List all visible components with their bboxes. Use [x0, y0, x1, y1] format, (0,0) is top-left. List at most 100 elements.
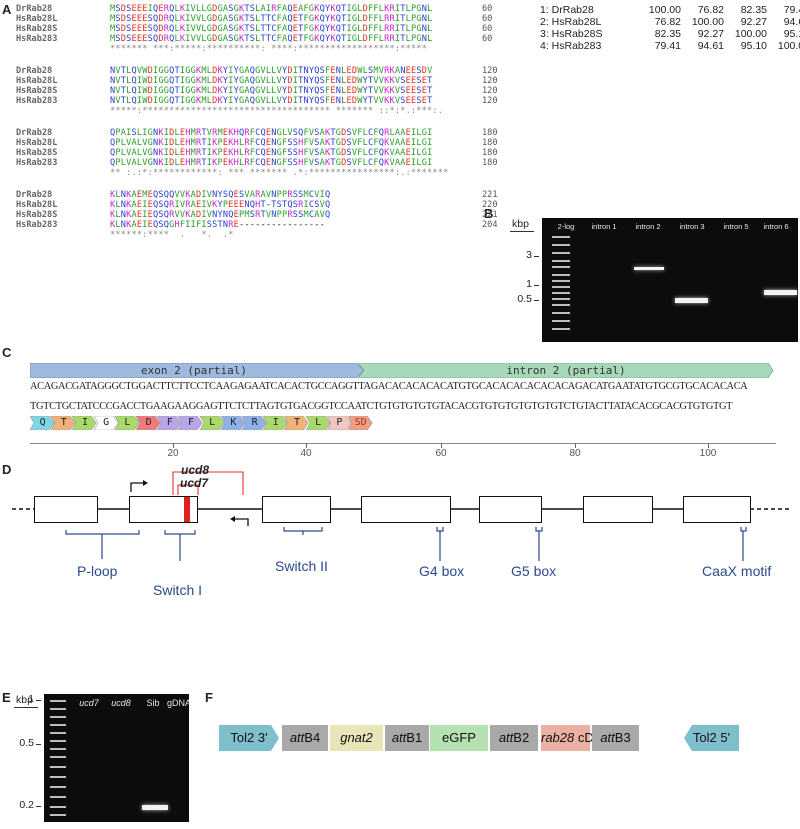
amino-acid: K — [220, 416, 246, 430]
sequence-ruler — [30, 443, 776, 444]
exon-arrow-shape — [30, 363, 365, 378]
construct-element: eGFP — [430, 725, 488, 751]
sequence-residues: KLNKAEIEQSQGHFIIFISSTNRE---------------- — [110, 220, 325, 230]
panel-label-f: F — [205, 690, 213, 705]
sequence-end-position: 60 — [482, 24, 493, 34]
gel-b-marker-label: 0.5 — [517, 293, 532, 305]
ladder-band — [50, 700, 66, 702]
amino-acid: T — [284, 416, 309, 430]
ladder-band — [50, 776, 66, 778]
sequence-residues: MSDSEEESQDRQLKIVVLGDGASGKTSLTTCFAQETFGKQ… — [110, 24, 433, 34]
ladder-band — [50, 724, 66, 726]
sequence-name: DrRab28 — [16, 4, 53, 14]
sequence-residues: MSDSEEESQDRQLKIVVLGDGASGKTSLTTCFAQETFGKQ… — [110, 14, 433, 24]
identity-value: 79.41 — [783, 4, 800, 16]
ladder-band — [50, 806, 66, 808]
consensus-symbols: ** :.:*:************: *** ******* .*:***… — [110, 168, 449, 178]
ladder-band — [50, 740, 66, 742]
sequence-end-position: 180 — [482, 148, 498, 158]
caax-motif-label: CaaX motif — [702, 563, 772, 579]
gel-b-lane-label: intron 1 — [591, 222, 617, 231]
sequence-end-position: 180 — [482, 158, 498, 168]
ruler-tick — [708, 443, 709, 448]
ladder-band — [50, 756, 66, 758]
ladder-band — [552, 280, 570, 282]
amino-acid: Q — [30, 416, 55, 430]
sequence-end-position: 60 — [482, 34, 493, 44]
gel-e-marker-label: 0.2 — [19, 799, 34, 811]
ladder-band — [552, 286, 570, 288]
consensus-row: ******* ***:*****:**********: ****:*****… — [16, 44, 522, 54]
gel-e-marker-tick — [36, 744, 41, 745]
amino-acid: F — [157, 416, 182, 430]
sequence-residues: QPLVALVGNKIDLEHMRTIKPEKHLRFCQENGFSSHFVSA… — [110, 138, 433, 148]
alignment-row: HsRab28L MSDSEEESQDRQLKIVVLGDGASGKTSLTTCF… — [16, 14, 522, 24]
ruler-tick-label: 40 — [300, 448, 312, 459]
ladder-band — [552, 274, 570, 276]
sequence-name: HsRab28S — [16, 24, 58, 34]
exon-1 — [34, 496, 98, 523]
identity-value: 100.00 — [691, 16, 724, 28]
amino-acid: L — [305, 416, 331, 430]
ruler-tick-label: 80 — [569, 448, 581, 459]
ladder-band — [50, 708, 66, 710]
mutation-site — [184, 497, 190, 522]
ruler-tick — [306, 443, 307, 448]
sequence-residues: MSDSEEEIQERQLKIVLLGDGASGKTSLAIRFAQEAFGKQ… — [110, 4, 433, 14]
sequence-name: HsRab283 — [16, 34, 58, 44]
sequence-name: HsRab283 — [16, 158, 58, 168]
ladder-band — [50, 786, 66, 788]
sequence-residues: KLNKAEIEQSQRVVKADIVNYNQEPMSRTVNPPRSSMCAV… — [110, 210, 331, 220]
identity-row-name: 3: HsRab28S — [540, 28, 603, 40]
sequence-name: HsRab28L — [16, 14, 58, 24]
gel-b-marker-tick — [534, 256, 539, 257]
ruler-tick-label: 20 — [167, 448, 179, 459]
ladder-band — [552, 252, 570, 254]
identity-value: 76.82 — [697, 4, 724, 16]
gel-b-lane-label: intron 2 — [635, 222, 661, 231]
alignment-row: DrRab28 MSDSEEEIQERQLKIVLLGDGASGKTSLAIRFA… — [16, 4, 522, 14]
gel-e-unit-rule — [14, 707, 38, 708]
construct-element: attB4 — [282, 725, 328, 751]
ruler-tick — [441, 443, 442, 448]
sequence-end-position: 60 — [482, 14, 493, 24]
g5-box-label: G5 box — [511, 563, 557, 579]
switch-i-label: Switch I — [153, 582, 203, 598]
ladder-band — [50, 732, 66, 734]
amino-acid: P — [326, 416, 352, 430]
dna-bottom-strand: TGTCTGCTATCCCGACCTGAAGAAGGAGTTCTCTTAGTGT… — [30, 401, 733, 412]
identity-row-name: 2: HsRab28L — [540, 16, 602, 28]
sequence-name: DrRab28 — [16, 190, 53, 200]
sequence-end-position: 120 — [482, 96, 498, 106]
allele-ucd7-label: ucd7 — [180, 476, 209, 490]
identity-value: 94.61 — [697, 40, 724, 52]
sequence-name: DrRab28 — [16, 128, 53, 138]
identity-value: 100.00 — [777, 40, 800, 52]
ladder-band — [552, 328, 570, 330]
sequence-end-position: 180 — [482, 138, 498, 148]
sequence-end-position: 120 — [482, 86, 498, 96]
construct-element: attB1 — [385, 725, 429, 751]
gel-b-marker-label: 1 — [526, 278, 532, 290]
sequence-residues: NVTLQIWDIGGQTIGGKMLDKYIYGAQGVLLVYDITNYQS… — [110, 86, 433, 96]
band-intron-6 — [764, 290, 797, 295]
band-intron-2 — [634, 267, 664, 270]
amino-acid: L — [114, 416, 140, 430]
sequence-end-position: 120 — [482, 66, 498, 76]
gel-e-lane-label: gDNA — [166, 698, 191, 708]
exon-4 — [361, 496, 451, 523]
sequence-name: HsRab28L — [16, 200, 58, 210]
p-loop-label: P-loop — [77, 563, 118, 579]
